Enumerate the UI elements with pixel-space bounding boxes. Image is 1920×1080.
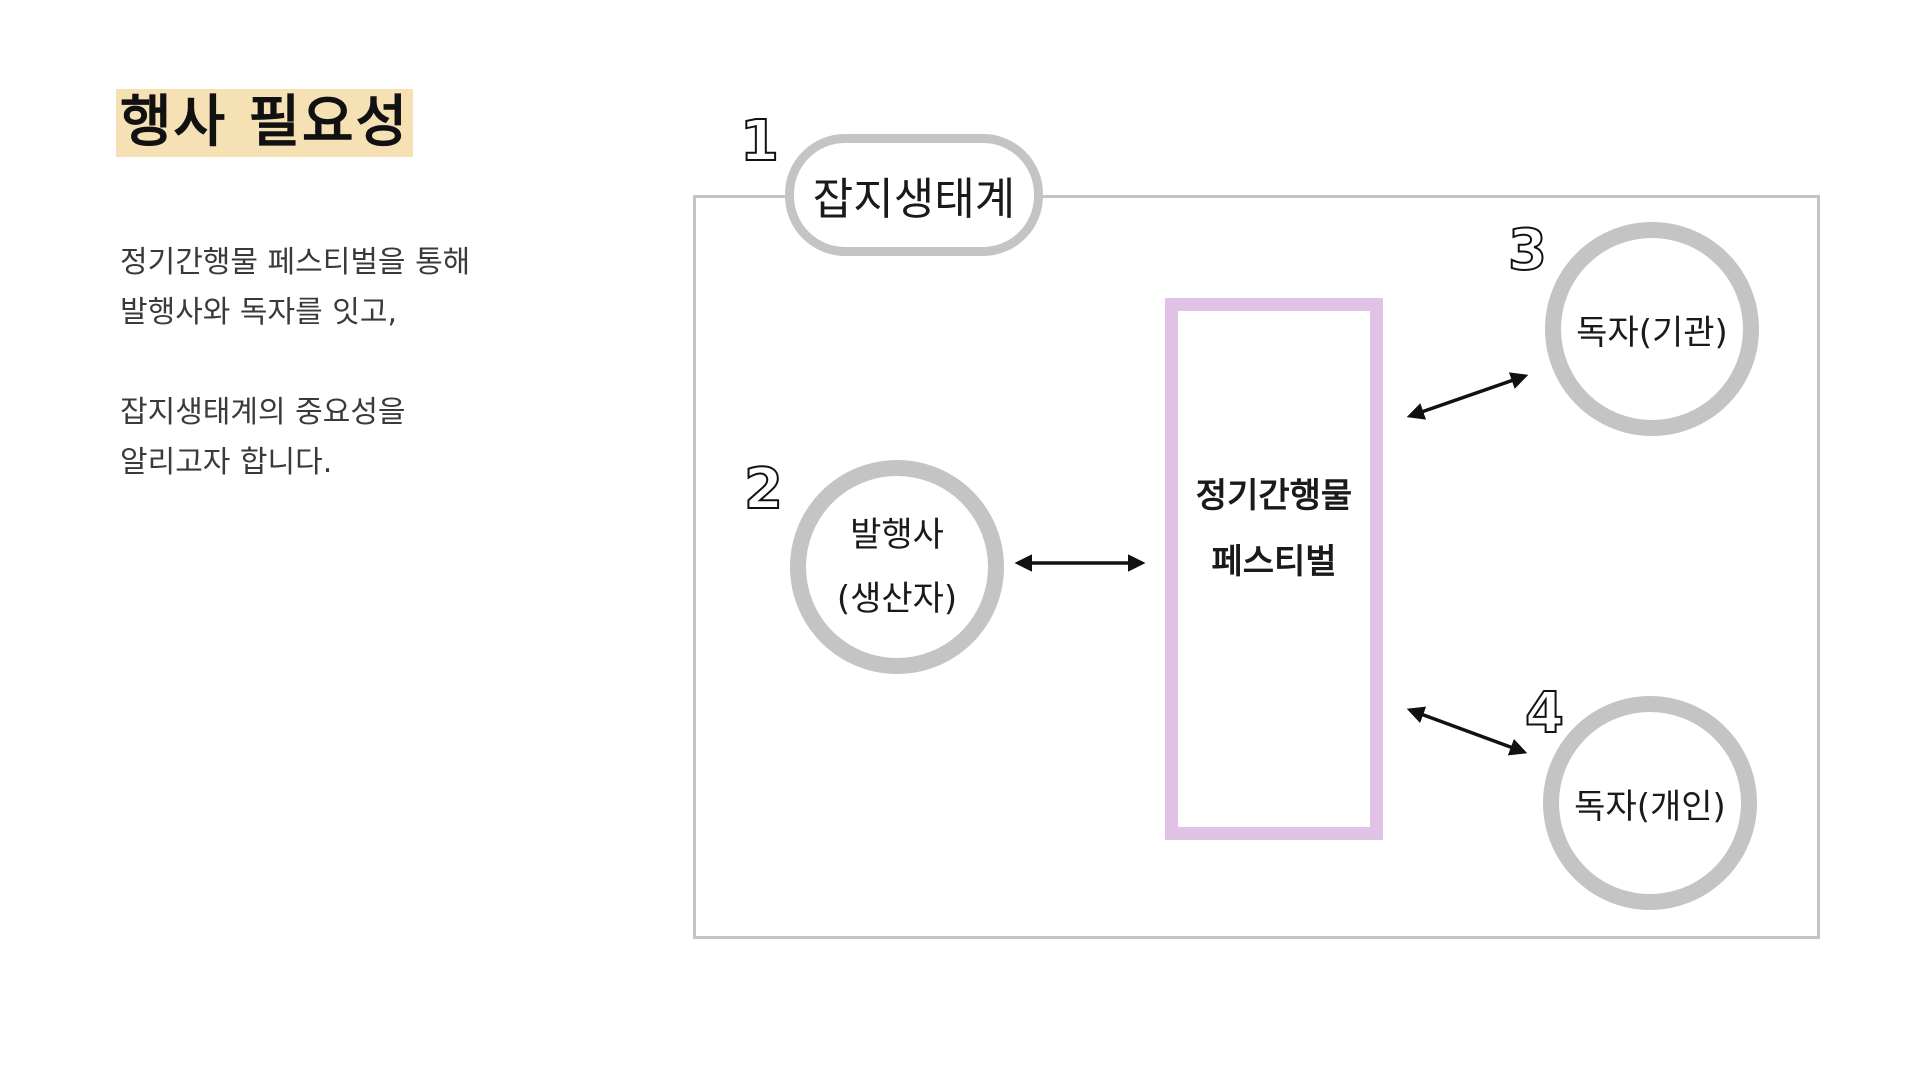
description-line: 정기간행물 페스티벌을 통해 [120, 245, 471, 280]
publisher-sublabel: (생산자) [836, 579, 958, 619]
description-spacer [120, 338, 580, 388]
festival-node: 정기간행물 페스티벌 [1165, 298, 1383, 840]
reader-individual-label: 독자(개인) [1574, 786, 1726, 827]
step-number-3: 3 [1507, 218, 1548, 283]
festival-label-line1: 정기간행물 [1195, 476, 1353, 516]
ecosystem-frame [693, 195, 1820, 939]
description-line: 발행사와 독자를 잇고, [120, 295, 398, 330]
reader-institution-label: 독자(기관) [1576, 312, 1728, 353]
ecosystem-label: 잡지생태계 [785, 134, 1043, 256]
reader-institution-node: 독자(기관) [1545, 222, 1759, 436]
description: 정기간행물 페스티벌을 통해 발행사와 독자를 잇고, 잡지생태계의 중요성을 … [120, 238, 580, 488]
slide-title: 행사 필요성 [116, 89, 414, 157]
step-number-1: 1 [739, 109, 780, 174]
step-number-4: 4 [1524, 681, 1565, 746]
description-line: 알리고자 합니다. [120, 445, 333, 480]
step-number-2: 2 [743, 457, 784, 522]
description-line: 잡지생태계의 중요성을 [120, 395, 406, 430]
reader-individual-node: 독자(개인) [1543, 696, 1757, 910]
publisher-label: 발행사 [850, 515, 944, 555]
publisher-node: 발행사 (생산자) [790, 460, 1004, 674]
festival-label-line2: 페스티벌 [1211, 542, 1337, 582]
